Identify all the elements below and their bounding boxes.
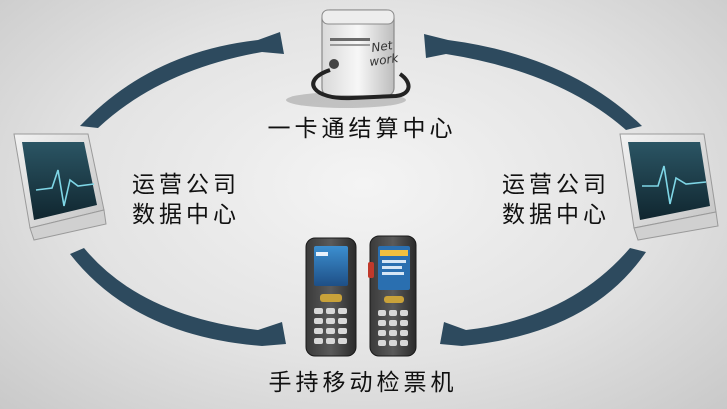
arrow-bottom-left	[70, 248, 286, 346]
monitor-icon-right	[619, 133, 719, 241]
handheld-terminal-icon	[305, 235, 417, 357]
arrow-top-right	[424, 34, 642, 130]
right-data-center-label: 运营公司 数据中心	[502, 170, 610, 230]
server-badge-line1: Net	[370, 38, 394, 55]
settlement-center-label: 一卡通结算中心	[267, 116, 457, 142]
monitor-icon-left	[13, 133, 107, 241]
server-badge-line2: work	[368, 51, 400, 69]
left-data-center-label-line1: 运营公司	[132, 172, 240, 198]
arrow-top-left	[80, 32, 284, 128]
left-data-center-label-line2: 数据中心	[132, 202, 240, 228]
right-data-center-label-line2: 数据中心	[502, 202, 610, 228]
arrow-bottom-right	[440, 248, 646, 346]
left-data-center-label: 运营公司 数据中心	[132, 170, 240, 230]
right-data-center-label-line1: 运营公司	[502, 172, 610, 198]
handheld-devices-label: 手持移动检票机	[268, 370, 458, 396]
network-server-icon: Net work	[286, 9, 411, 108]
